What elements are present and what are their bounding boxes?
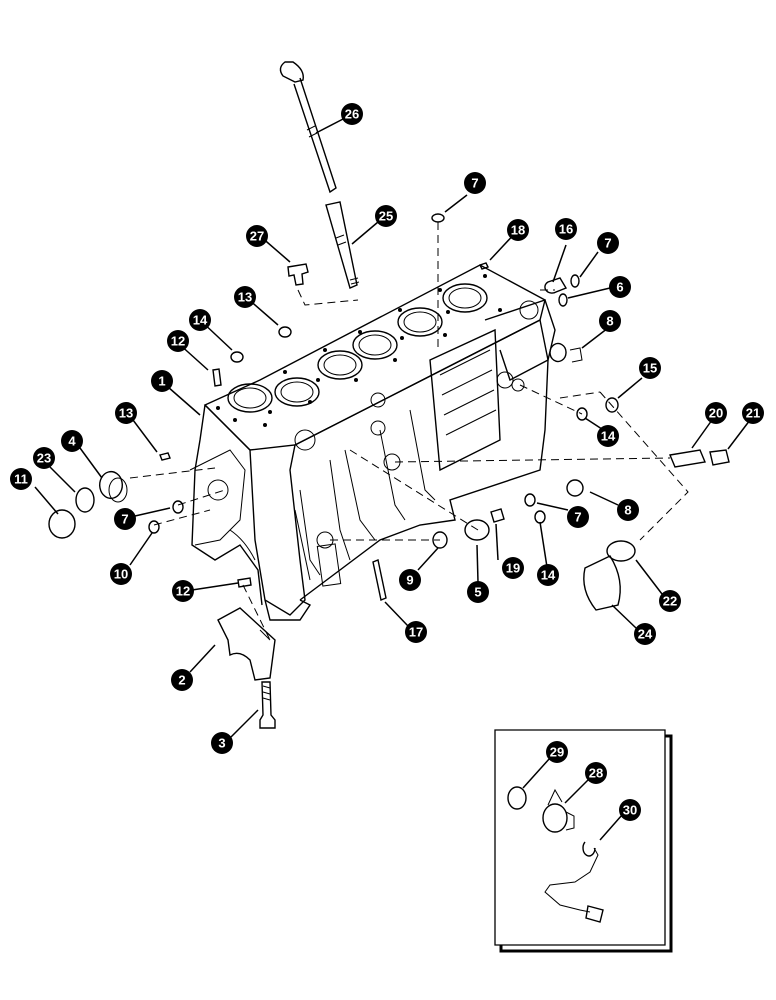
svg-text:27: 27 <box>250 229 264 244</box>
callout-22: 22 <box>659 590 681 612</box>
leader-lines <box>34 117 751 841</box>
svg-text:30: 30 <box>623 803 637 818</box>
callout-19: 19 <box>502 557 524 579</box>
callout-8-lower: 8 <box>617 499 639 521</box>
svg-text:1: 1 <box>158 374 165 389</box>
callout-25: 25 <box>375 205 397 227</box>
svg-text:15: 15 <box>643 361 657 376</box>
svg-text:23: 23 <box>37 451 51 466</box>
callout-14-right: 14 <box>597 425 619 447</box>
callout-1: 1 <box>151 370 173 392</box>
svg-text:9: 9 <box>406 573 413 588</box>
svg-text:24: 24 <box>638 627 653 642</box>
svg-text:19: 19 <box>506 561 520 576</box>
svg-text:4: 4 <box>68 434 76 449</box>
sensor-detail-inset <box>494 729 673 953</box>
svg-text:14: 14 <box>541 568 556 583</box>
callout-group: 1 2 3 4 5 6 7 7 7 7 8 8 9 10 11 12 12 13… <box>10 103 764 821</box>
callout-9: 9 <box>399 569 421 591</box>
callout-5: 5 <box>467 581 489 603</box>
svg-text:12: 12 <box>176 584 190 599</box>
dipstick <box>279 61 337 194</box>
dipstick-tube <box>325 201 360 289</box>
callout-23: 23 <box>33 447 55 469</box>
callout-11: 11 <box>10 468 32 490</box>
callout-7-left: 7 <box>114 508 136 530</box>
svg-text:10: 10 <box>114 567 128 582</box>
svg-text:11: 11 <box>14 472 28 487</box>
callout-30: 30 <box>619 799 641 821</box>
callout-20: 20 <box>705 402 727 424</box>
callout-14-lower: 14 <box>537 564 559 586</box>
callout-17: 17 <box>405 621 427 643</box>
svg-text:28: 28 <box>589 766 603 781</box>
svg-text:20: 20 <box>709 406 723 421</box>
svg-text:13: 13 <box>119 406 133 421</box>
callout-3: 3 <box>211 732 233 754</box>
callout-24: 24 <box>634 623 656 645</box>
callout-28: 28 <box>585 762 607 784</box>
main-bearing-bolt <box>259 681 276 729</box>
callout-7-top: 7 <box>464 172 486 194</box>
svg-text:8: 8 <box>606 314 613 329</box>
svg-text:14: 14 <box>193 313 208 328</box>
small-parts <box>48 213 730 611</box>
svg-text:5: 5 <box>474 585 481 600</box>
callout-29: 29 <box>546 741 568 763</box>
svg-text:29: 29 <box>550 745 564 760</box>
callout-26: 26 <box>341 103 363 125</box>
callout-4: 4 <box>61 430 83 452</box>
callout-18: 18 <box>507 219 529 241</box>
svg-text:7: 7 <box>604 236 611 251</box>
svg-text:7: 7 <box>121 512 128 527</box>
svg-text:25: 25 <box>379 209 393 224</box>
svg-text:18: 18 <box>511 223 525 238</box>
callout-2: 2 <box>171 669 193 691</box>
callout-13-left: 13 <box>115 402 137 424</box>
assembly-lines <box>129 222 689 641</box>
svg-text:12: 12 <box>171 334 185 349</box>
callout-8-upper: 8 <box>599 310 621 332</box>
svg-text:14: 14 <box>601 429 616 444</box>
callout-27: 27 <box>246 225 268 247</box>
svg-text:26: 26 <box>345 107 359 122</box>
callout-6: 6 <box>609 276 631 298</box>
callout-12-upper: 12 <box>167 330 189 352</box>
svg-text:21: 21 <box>746 406 760 421</box>
svg-text:16: 16 <box>559 222 573 237</box>
callout-15: 15 <box>639 357 661 379</box>
callout-7-upper-right: 7 <box>597 232 619 254</box>
svg-text:7: 7 <box>574 510 581 525</box>
svg-text:22: 22 <box>663 594 677 609</box>
callout-21: 21 <box>742 402 764 424</box>
svg-text:3: 3 <box>218 736 225 751</box>
svg-text:7: 7 <box>471 176 478 191</box>
callout-13-upper: 13 <box>234 286 256 308</box>
svg-text:8: 8 <box>624 503 631 518</box>
callout-14-upper-left: 14 <box>189 309 211 331</box>
engine-block <box>189 264 556 621</box>
svg-text:6: 6 <box>616 280 623 295</box>
callout-12-lower: 12 <box>172 580 194 602</box>
callout-7-lower-right: 7 <box>567 506 589 528</box>
callout-16: 16 <box>555 218 577 240</box>
svg-text:2: 2 <box>178 673 185 688</box>
callout-10: 10 <box>110 563 132 585</box>
main-bearing-cap <box>217 607 276 681</box>
svg-text:17: 17 <box>409 625 423 640</box>
svg-text:13: 13 <box>238 290 252 305</box>
